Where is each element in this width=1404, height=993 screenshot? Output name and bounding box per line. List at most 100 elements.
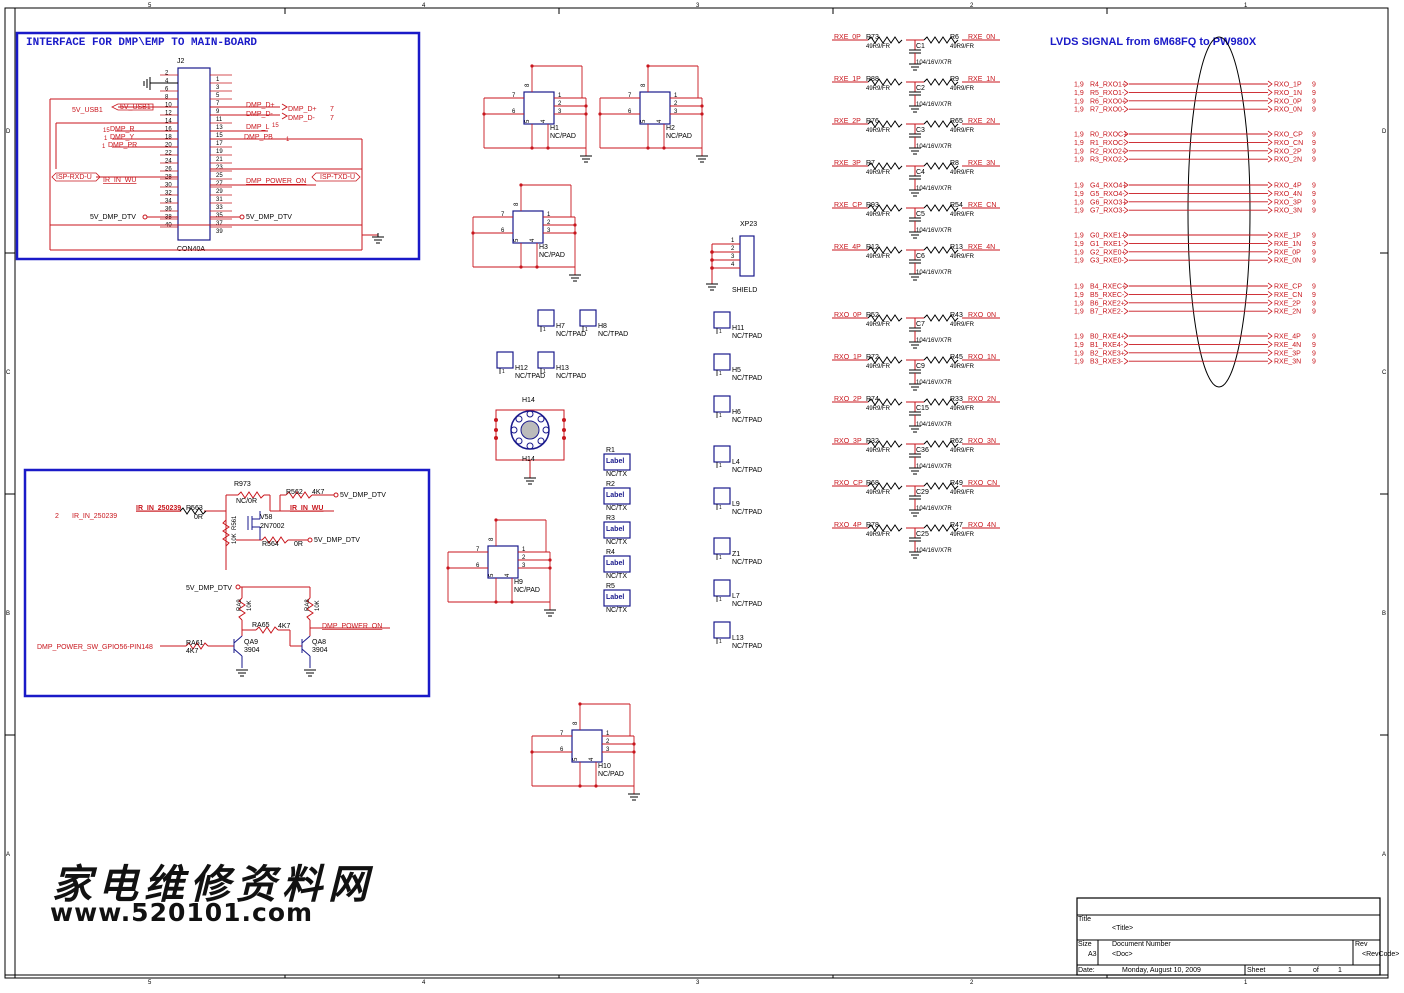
lvds-row-output: RXE_1N [1274, 241, 1301, 248]
qa8-val: 3904 [312, 647, 328, 654]
term-net-left: RXE_CP [834, 202, 862, 209]
test-pad-ref: H13 [556, 365, 569, 372]
test-pad-body [713, 445, 731, 463]
pad-junction [530, 64, 534, 68]
j2-pin-number: 15 [216, 133, 223, 139]
lvds-row-arrow [1123, 256, 1129, 264]
lvds-row-output: RXO_4N [1274, 191, 1302, 198]
pad-pin-number: 6 [512, 109, 516, 115]
watermark-url: www.520101.com [50, 898, 314, 927]
pad-junction [519, 265, 523, 269]
r973-val: NC/0R [236, 498, 257, 505]
test-pad-ref: H11 [732, 325, 744, 332]
qa9-ref: QA9 [244, 639, 258, 646]
lvds-row-output: RXO_3N [1274, 208, 1302, 215]
lvds-row-arrow [1123, 190, 1129, 197]
v58-mosfet [247, 511, 261, 540]
test-pad-value: NC/TPAD [732, 417, 762, 424]
pad-junction [530, 750, 534, 754]
test-pad-pin: 1 [719, 505, 722, 511]
label-text: Label [606, 560, 624, 567]
term-net-left: RXO_CP [834, 480, 863, 487]
sheet-value: 1 [1288, 967, 1292, 974]
test-pad-ref: L4 [732, 459, 740, 466]
term-cap-value: 104/16V/X7R [916, 102, 952, 108]
term-ref-right: R62 [950, 438, 963, 445]
net-ir-in-wu: IR_IN_WU [103, 177, 136, 184]
ir-in-label: IR_IN_250239 [72, 513, 117, 520]
term-res-value: 49R9/FR [950, 170, 975, 176]
v58-val: 2N7002 [260, 523, 285, 530]
label-box [603, 555, 631, 573]
xp23-pin: 1 [731, 238, 735, 244]
lvds-row-arrow [1267, 299, 1273, 307]
qa8-ref: QA8 [312, 639, 326, 646]
term-res-value: 49R9/FR [866, 212, 891, 218]
net-dmp-d-plus-port: DMP_D+ [288, 106, 317, 113]
j2-pin-number: 31 [216, 197, 223, 203]
frame-row-label: C [1382, 370, 1387, 376]
term-res-value: 49R9/FR [950, 128, 975, 134]
net-dmp-y: DMP_Y [110, 134, 134, 141]
term-net-left: RXE_0P [834, 34, 861, 41]
term-res-value: 49R9/FR [950, 364, 975, 370]
title-block-text: Title <Title> Size A3 Document Number <D… [1078, 916, 1399, 974]
j2-pin-number: 9 [216, 109, 220, 115]
pad-pin-number: 5 [573, 757, 579, 761]
pad-pin-number: 3 [606, 747, 610, 753]
test-pad-ref: H6 [732, 409, 741, 416]
lvds-row-ref: 1,9 [1074, 241, 1084, 248]
term-ref-left: R68 [866, 480, 879, 487]
term-net-left: RXO_3P [834, 438, 862, 445]
term-net-right: RXO_CN [968, 480, 997, 487]
term-cap-value: 104/16V/X7R [916, 60, 952, 66]
pad-junction [662, 146, 666, 150]
test-pad-pin: 1 [719, 413, 722, 419]
test-pad-body [713, 537, 731, 555]
ir-power-block: 2 IR_IN_250239 IR_IN_250239 IR_IN_WU R97… [23, 468, 431, 698]
term-net-left: RXE_2P [834, 118, 861, 125]
size-value: A3 [1088, 951, 1097, 958]
lvds-row-num: 9 [1312, 233, 1316, 240]
xp23-value: SHIELD [732, 287, 757, 294]
frame-row-label: D [1382, 129, 1387, 135]
pad-pin-number: 6 [476, 563, 480, 569]
term-cap-ref: C4 [916, 169, 925, 176]
lvds-row-num: 9 [1312, 132, 1316, 139]
j2-pin-number: 33 [216, 205, 223, 211]
term-cap-value: 104/16V/X7R [916, 506, 952, 512]
lvds-row-arrow [1267, 332, 1273, 340]
net-dmp-d-plus: DMP_D+ [246, 102, 275, 109]
pad-body [639, 91, 671, 125]
v58-ref: V58 [260, 514, 273, 521]
r562-val: 4K7 [312, 489, 325, 496]
net-dmp-d-minus-port: DMP_D- [288, 115, 316, 122]
lvds-row-input: R4_RXO1+ [1090, 82, 1126, 89]
j2-connector-body [177, 67, 211, 241]
test-pad-ref: L9 [732, 501, 740, 508]
pad-pin-number: 6 [560, 747, 564, 753]
r973-ref: R973 [234, 481, 251, 488]
test-pad-body [496, 351, 514, 369]
lvds-row-input: B6_RXE2+ [1090, 300, 1125, 307]
pad-junction [546, 146, 550, 150]
term-ref-left: R93 [866, 202, 879, 209]
test-pad-pin: 1 [502, 369, 505, 375]
title-label: Title [1078, 916, 1091, 923]
ir-in-num: 2 [55, 513, 59, 520]
term-net-right: RXE_4N [968, 244, 995, 251]
pad-pin-number: 3 [547, 228, 551, 234]
lvds-row-input: G1_RXE1- [1090, 241, 1125, 248]
term-cap-value: 104/16V/X7R [916, 270, 952, 276]
pad-ref: H9 [514, 579, 523, 586]
lvds-row-arrow [1123, 130, 1129, 138]
term-net-left: RXO_2P [834, 396, 862, 403]
lvds-row-num: 9 [1312, 199, 1316, 206]
j2-pin-number: 14 [165, 119, 172, 125]
pad-junction [548, 566, 552, 570]
test-pad-body [537, 309, 555, 327]
test-pad-pin: 1 [719, 555, 722, 561]
